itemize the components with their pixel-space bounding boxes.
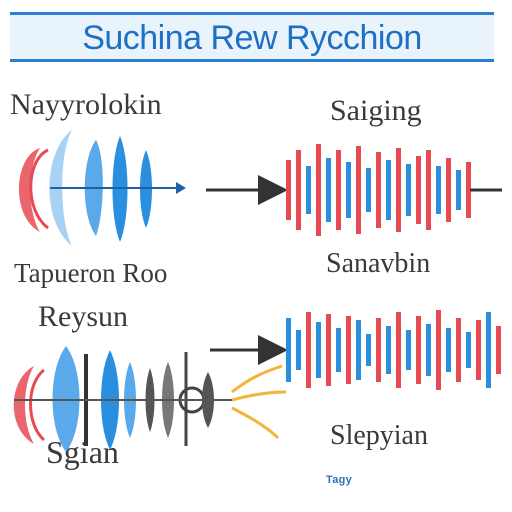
label-middle-left: Tapueron Roo bbox=[14, 258, 168, 288]
label-top-right: Saiging bbox=[330, 94, 422, 127]
waveform-top-right bbox=[286, 144, 502, 236]
waveform-top-left bbox=[18, 130, 186, 246]
footnote-text: Tagy bbox=[326, 474, 353, 486]
waveform-middle-right bbox=[286, 310, 501, 390]
label-middle-left-2: Reysun bbox=[38, 300, 128, 333]
label-bottom-right: Slepyian bbox=[330, 420, 428, 451]
label-middle-right: Sanavbin bbox=[326, 248, 431, 279]
label-top-left: Nayyrolokin bbox=[10, 88, 162, 121]
diagram-title: Suchina Rew Rycchion bbox=[82, 19, 422, 57]
waveform-bottom-left bbox=[13, 346, 287, 452]
title-banner: Suchina Rew Rycchion bbox=[10, 12, 494, 62]
